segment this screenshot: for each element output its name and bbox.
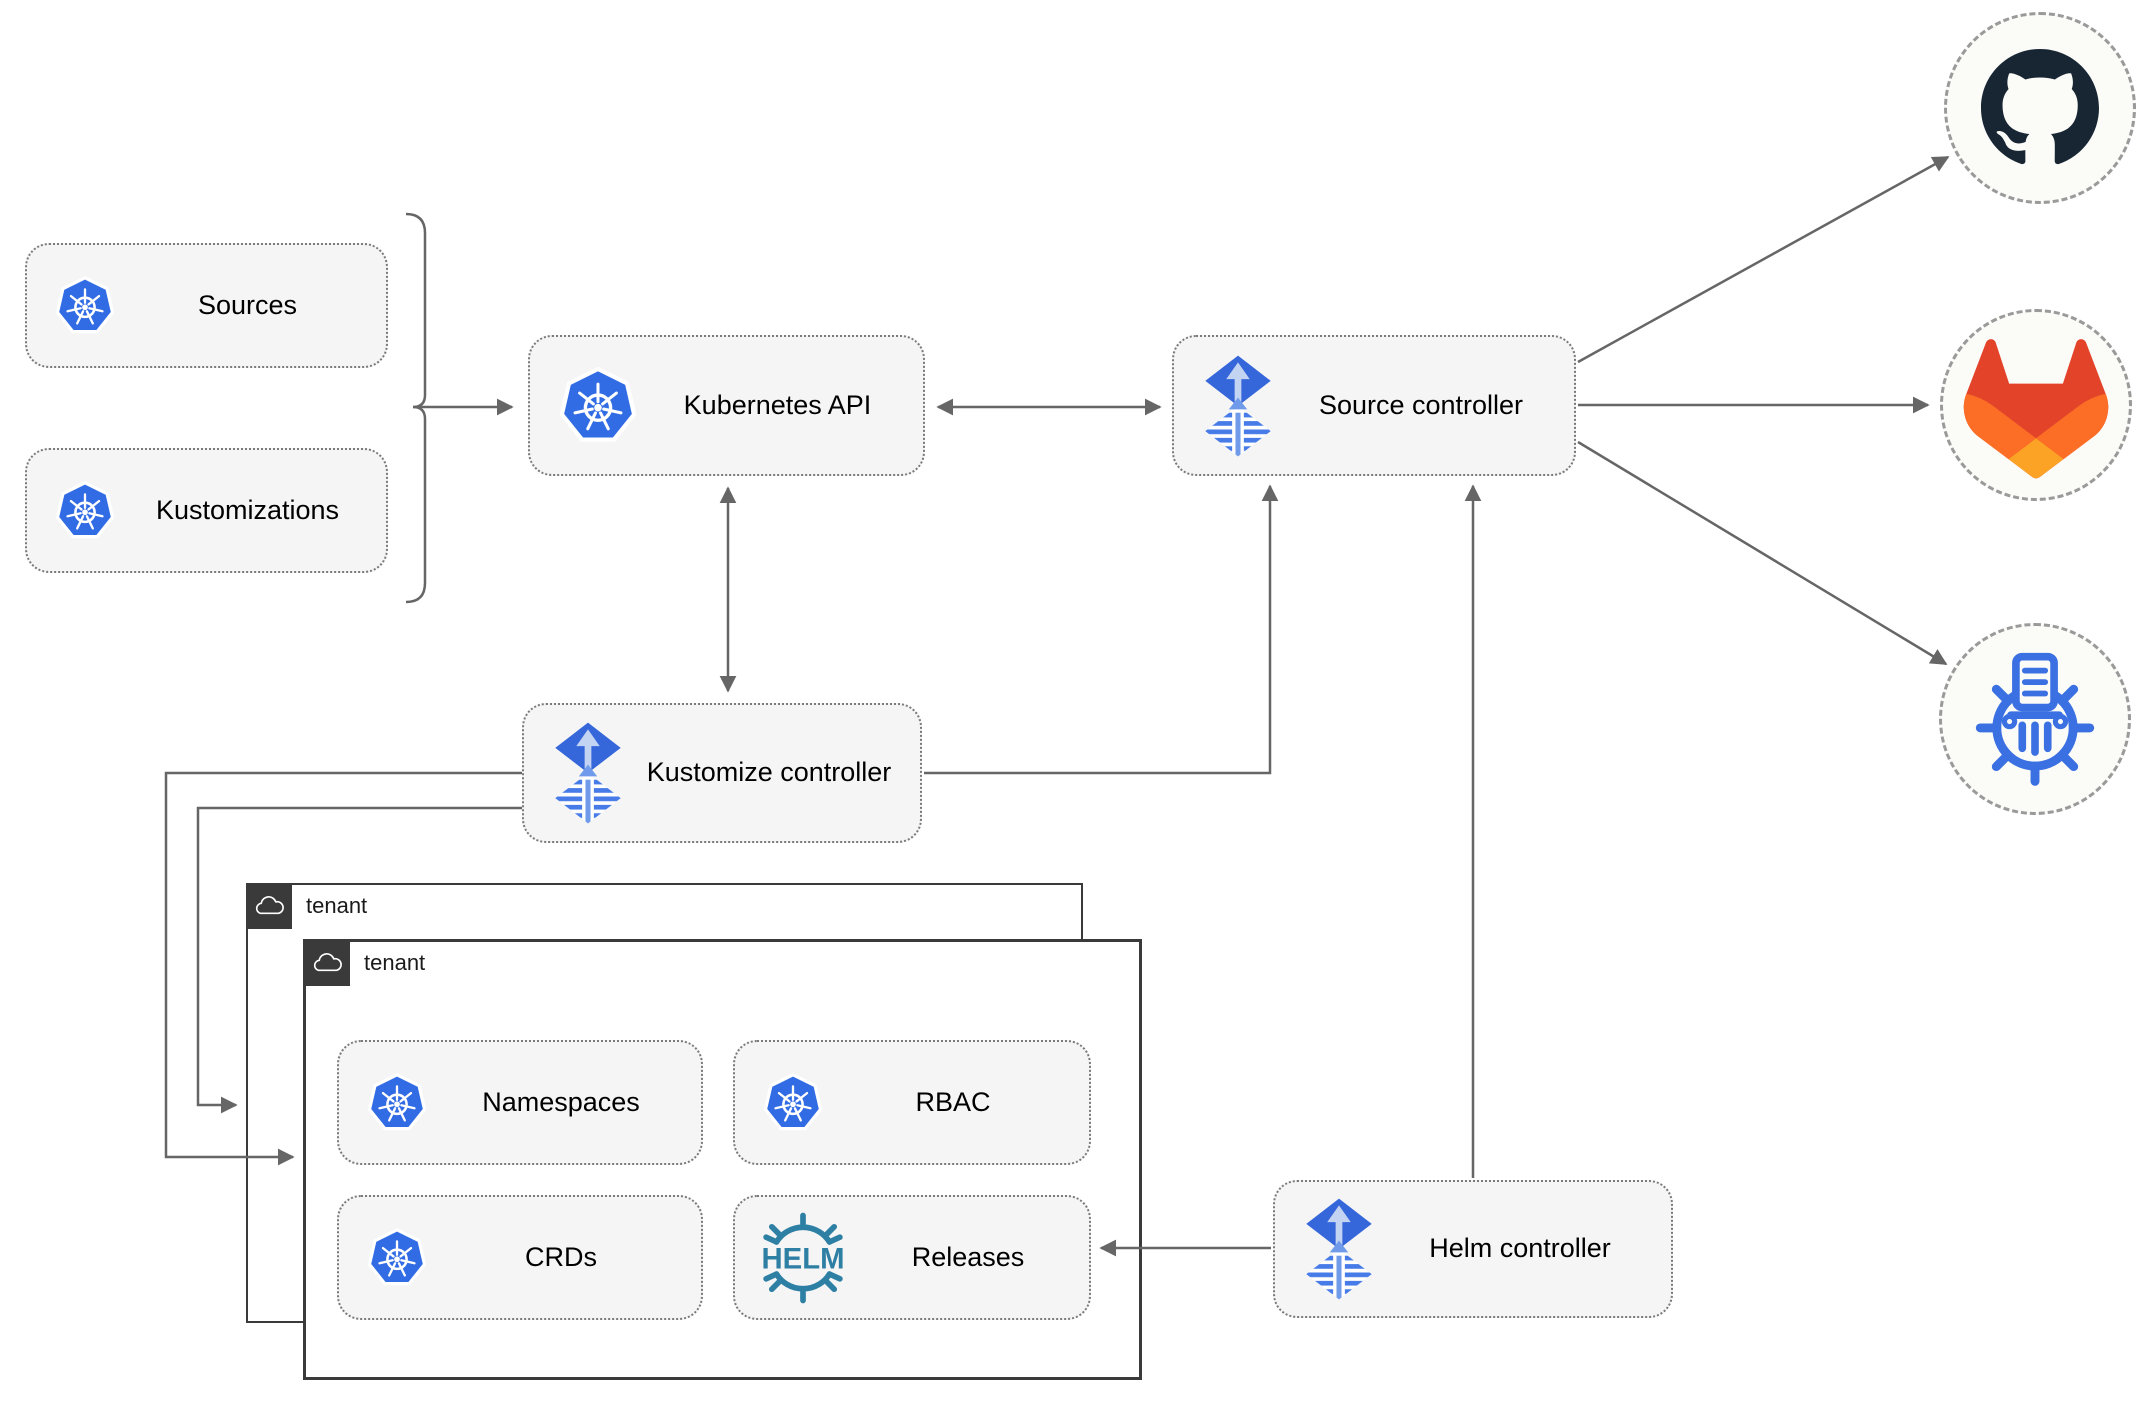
- tenant-front-label: tenant: [364, 950, 426, 975]
- node-releases: HELM Releases: [733, 1195, 1091, 1320]
- node-crds: CRDs: [337, 1195, 703, 1320]
- edge-kustomize-source: [924, 484, 1279, 775]
- kubernetes-icon: [365, 1071, 429, 1135]
- kubernetes-icon: [53, 274, 117, 338]
- cloud-icon: [304, 940, 350, 986]
- kubernetes-icon: [53, 479, 117, 543]
- tenant-back-label: tenant: [306, 893, 368, 918]
- node-namespaces: Namespaces: [337, 1040, 703, 1165]
- node-kustomizations: Kustomizations: [25, 448, 388, 573]
- node-crds-label: CRDs: [525, 1241, 597, 1272]
- node-releases-label: Releases: [911, 1241, 1025, 1272]
- node-kubernetes-api-label: Kubernetes API: [683, 389, 872, 420]
- flux-icon: [550, 721, 626, 825]
- chartmuseum-helm-repo-icon: [1965, 649, 2105, 789]
- provider-chartmuseum: [1939, 623, 2131, 815]
- provider-github: [1944, 12, 2136, 204]
- node-source-controller: Source controller: [1172, 335, 1576, 476]
- provider-gitlab: [1940, 309, 2132, 501]
- node-kubernetes-api: Kubernetes API: [528, 335, 925, 476]
- kubernetes-icon: [556, 364, 640, 448]
- helm-icon: HELM: [751, 1210, 855, 1306]
- github-octocat-icon: [1981, 49, 2099, 167]
- edge-source-chartmuseum: [1577, 440, 1948, 666]
- node-rbac-label: RBAC: [915, 1086, 991, 1117]
- gitlab-tanuki-icon: [1957, 326, 2115, 484]
- node-namespaces-label: Namespaces: [482, 1086, 640, 1117]
- node-rbac: RBAC: [733, 1040, 1091, 1165]
- node-kustomize-controller-label: Kustomize controller: [646, 757, 892, 788]
- node-source-controller-label: Source controller: [1318, 389, 1524, 420]
- bracket-sources-group: [405, 212, 427, 604]
- kubernetes-icon: [365, 1226, 429, 1290]
- node-helm-controller: Helm controller: [1273, 1180, 1673, 1318]
- flux-icon: [1200, 354, 1276, 458]
- node-helm-controller-label: Helm controller: [1429, 1233, 1611, 1264]
- cloud-icon: [246, 883, 292, 929]
- node-sources-label: Sources: [197, 289, 298, 320]
- flux-icon: [1301, 1197, 1377, 1301]
- node-sources: Sources: [25, 243, 388, 368]
- node-kustomize-controller: Kustomize controller: [522, 703, 922, 843]
- edge-source-github: [1577, 155, 1950, 364]
- kubernetes-icon: [761, 1071, 825, 1135]
- node-kustomizations-label: Kustomizations: [155, 494, 340, 525]
- helm-wordmark: HELM: [762, 1242, 845, 1275]
